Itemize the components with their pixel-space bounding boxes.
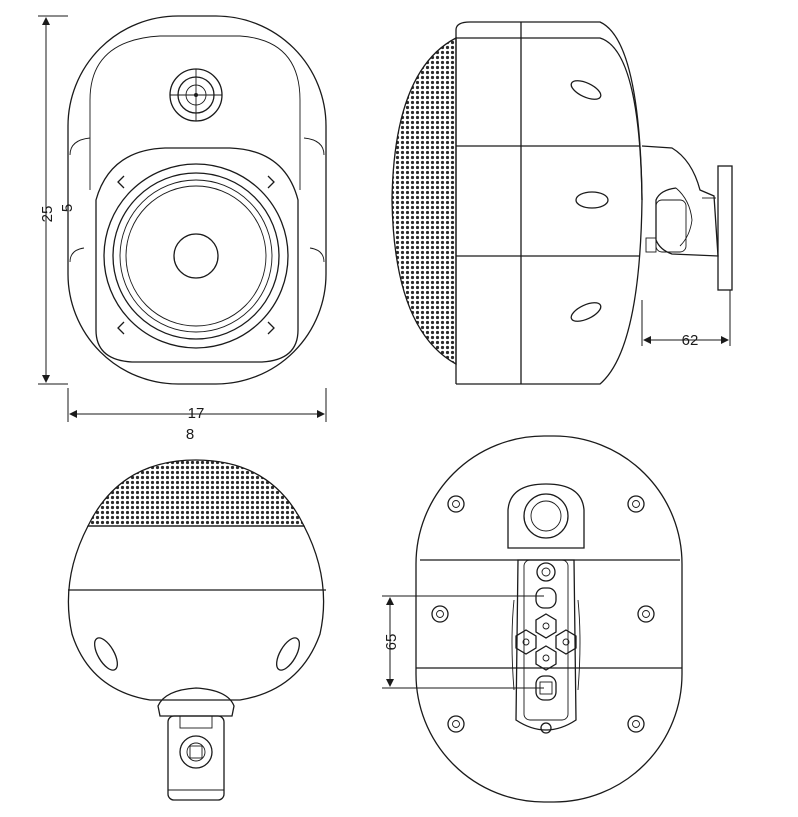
wall-mount-plate (511, 559, 581, 734)
side-vent-holes (570, 80, 609, 322)
back-outer-body (415, 435, 683, 803)
mount-spacing-label: 65 (383, 634, 400, 651)
side-grille (391, 36, 457, 366)
bottom-vent-holes (93, 637, 301, 671)
bottom-grille (86, 459, 306, 527)
front-inner-panel (89, 35, 301, 190)
front-baffle-outline (95, 147, 299, 363)
bottom-bracket (157, 687, 235, 801)
height-dimension-label-2: 5 (59, 204, 76, 212)
width-dimension-label-1: 17 (188, 405, 205, 422)
bottom-body (67, 525, 325, 701)
tweeter (169, 68, 223, 122)
back-view: 65 (382, 435, 683, 803)
height-dimension: 25 5 (38, 15, 76, 385)
front-outer-body (67, 15, 327, 385)
side-view: 62 (391, 21, 733, 385)
front-view: 25 5 17 8 (38, 15, 327, 443)
width-dimension-label-2: 8 (186, 426, 194, 443)
bottom-view (67, 459, 326, 801)
back-screws (431, 495, 655, 733)
bracket-depth-label: 62 (682, 332, 699, 349)
width-dimension: 17 8 (67, 388, 327, 443)
side-body (456, 37, 643, 385)
front-corner-notches (117, 175, 275, 335)
woofer (103, 163, 289, 349)
height-dimension-label-1: 25 (39, 206, 56, 223)
mount-spacing-dimension: 65 (382, 595, 544, 689)
wall-bracket (641, 145, 733, 291)
bass-port (507, 483, 585, 549)
bracket-depth-dimension: 62 (641, 290, 731, 349)
